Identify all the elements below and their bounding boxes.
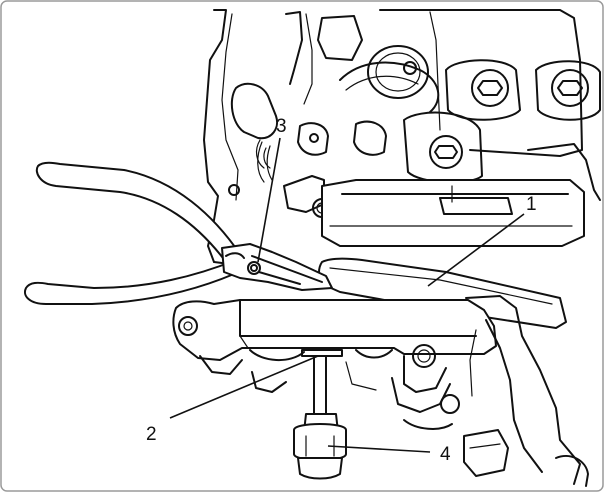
leader-line-1 (427, 213, 525, 287)
engine-lower (199, 295, 589, 487)
callout-1: 1 (526, 194, 537, 215)
leader-line-2 (169, 355, 319, 419)
leader-line-3 (257, 137, 281, 263)
callout-4: 4 (440, 444, 451, 465)
callout-3: 3 (276, 116, 287, 137)
tool-rail (321, 179, 585, 247)
retaining-clip-3 (250, 141, 273, 272)
tool-2 (172, 299, 497, 361)
leader-line-4 (327, 445, 431, 453)
callout-2: 2 (146, 424, 157, 445)
tool-1 (318, 257, 567, 329)
pliers (24, 161, 333, 305)
socket-4 (293, 355, 347, 480)
